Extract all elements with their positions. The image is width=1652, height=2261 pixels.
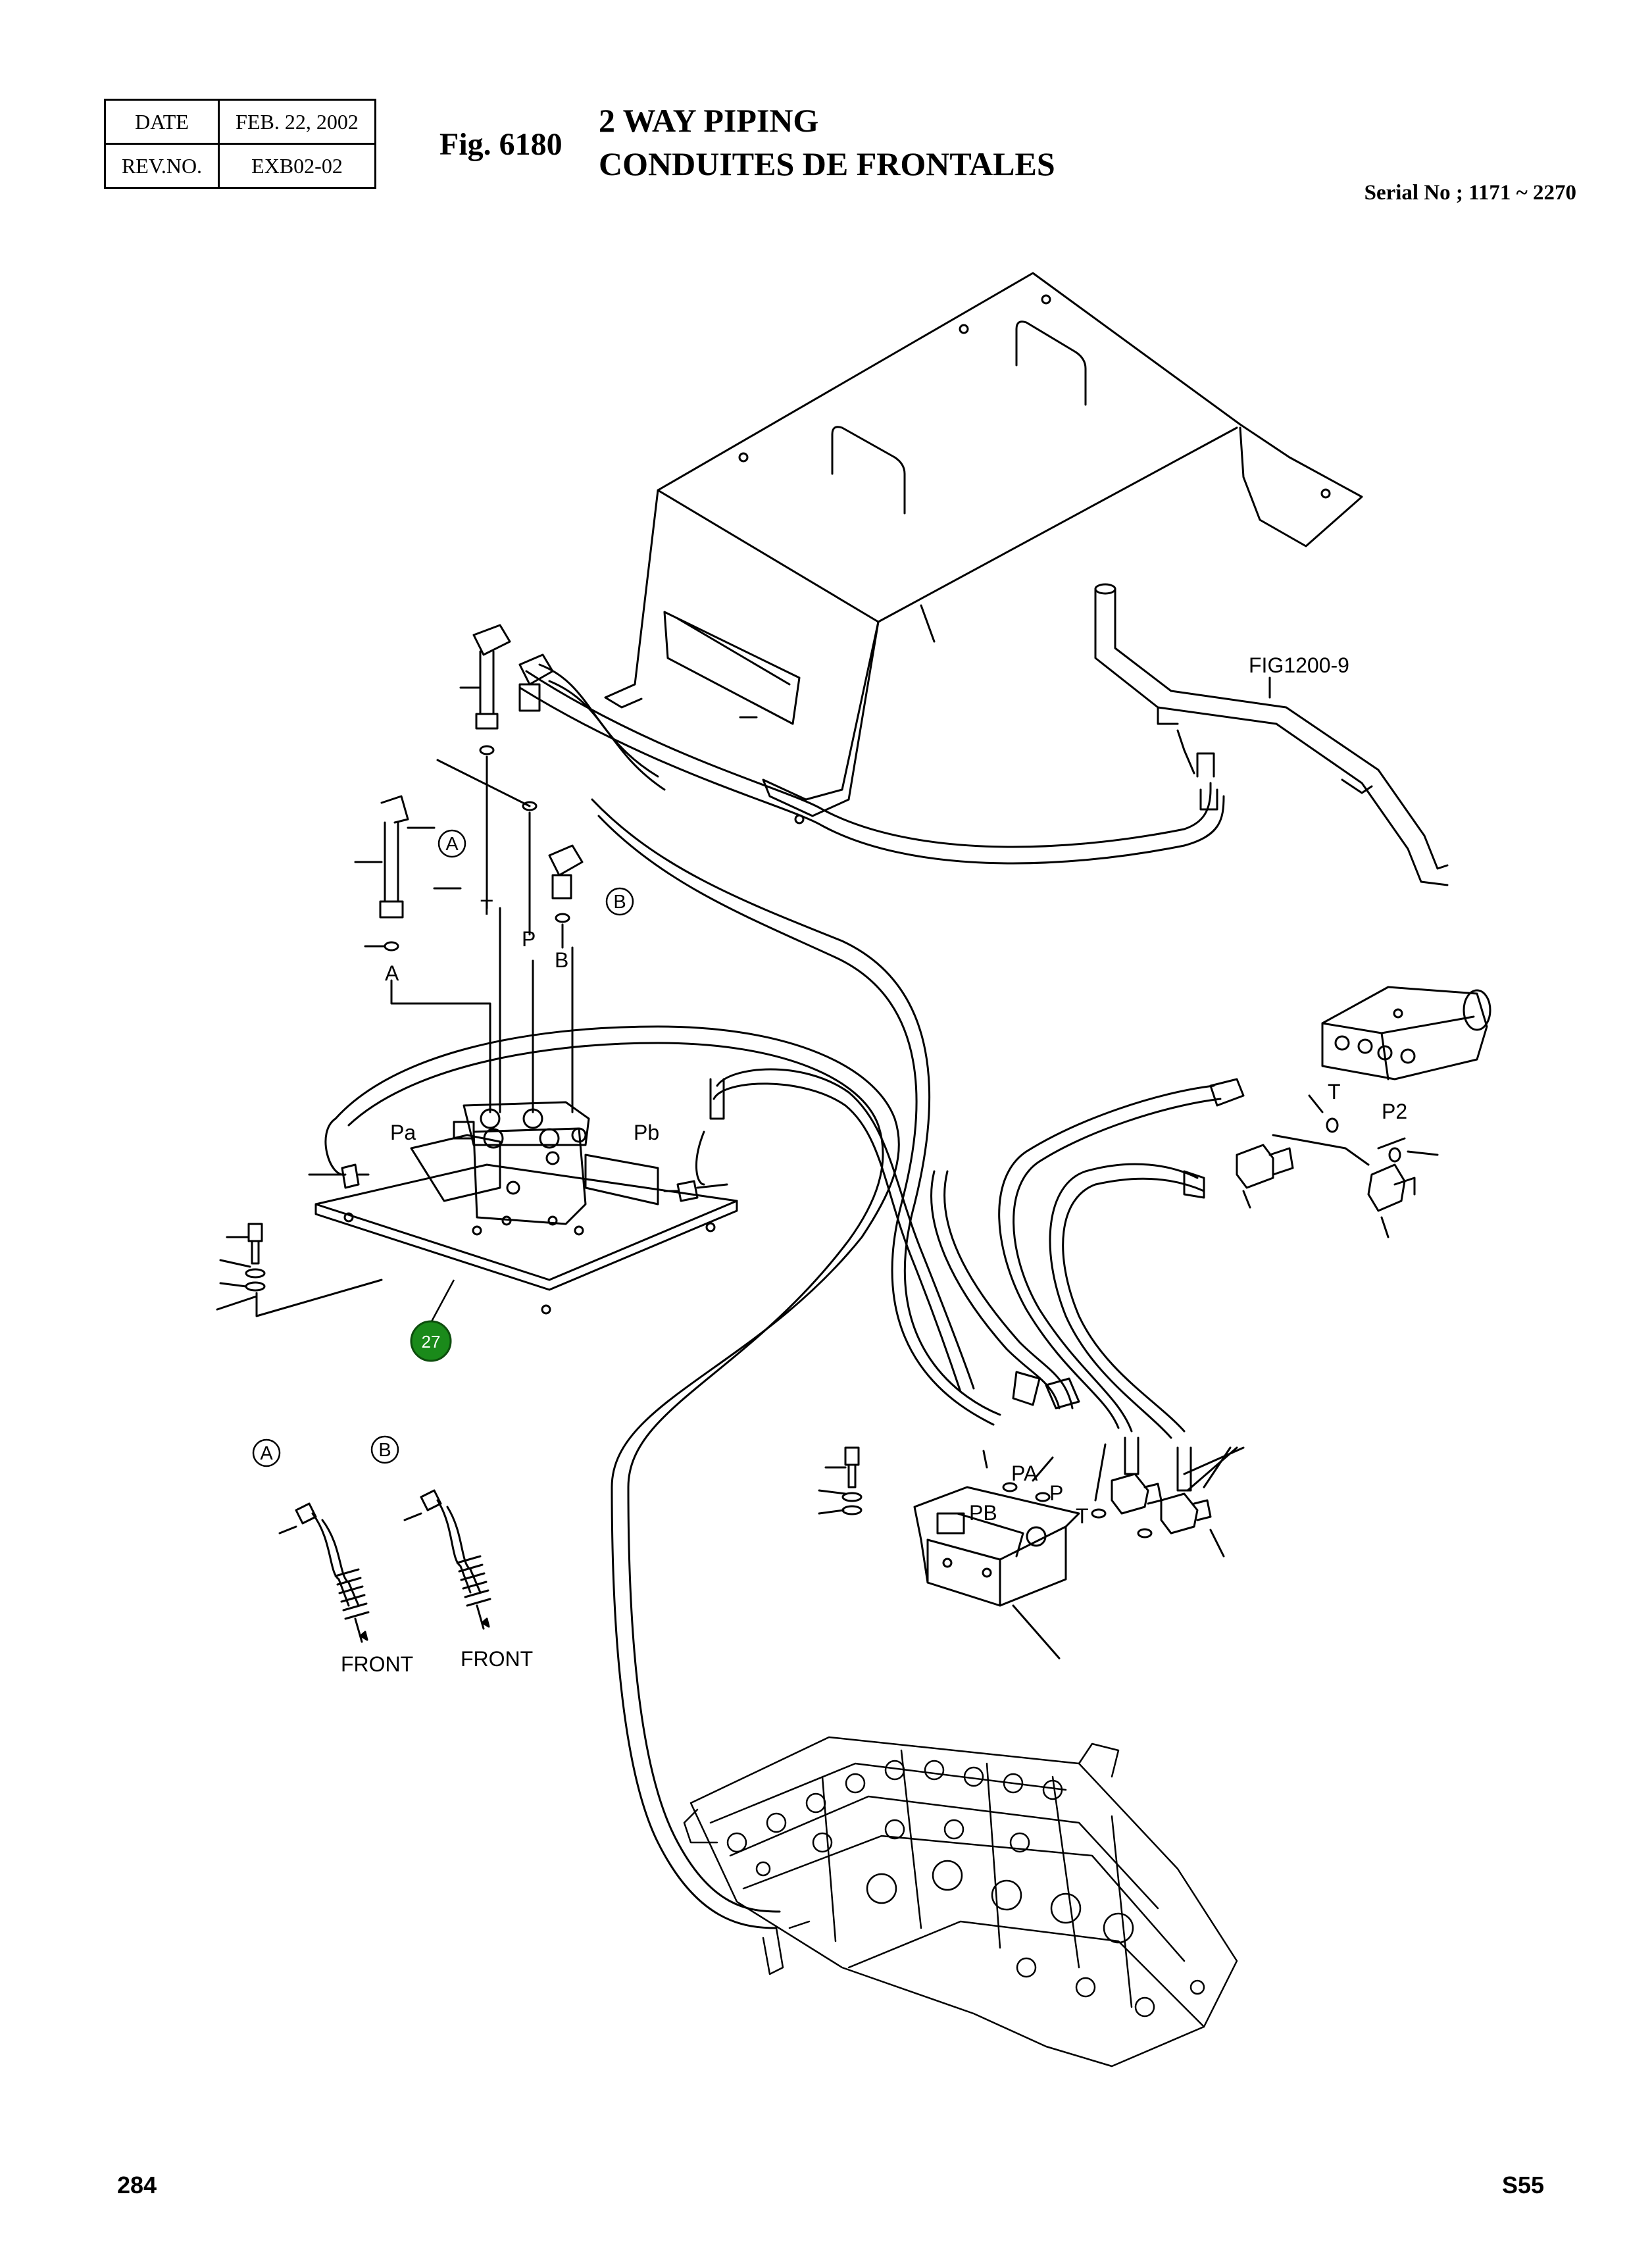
right-block [1236, 986, 1491, 1238]
ref-figure-label: FIG1200-9 [1249, 653, 1349, 677]
port-a-upper: A [385, 961, 399, 985]
plate-bolts-right [818, 1446, 863, 1515]
port-pb-valve: Pb [634, 1121, 659, 1144]
page-number: 284 [117, 2172, 157, 2198]
port-pa-lower: PA [1011, 1461, 1038, 1485]
control-valve [308, 1101, 738, 1315]
title-line-2: CONDUITES DE FRONTALES [599, 145, 1055, 182]
title-line-1: 2 WAY PIPING [599, 102, 819, 139]
port-b-upper: B [555, 948, 568, 972]
section-code: S55 [1502, 2172, 1545, 2198]
figure-title: 2 WAY PIPING CONDUITES DE FRONTALES [599, 99, 1055, 186]
date-label: DATE [104, 99, 220, 145]
rev-value: EXB02-02 [218, 143, 376, 189]
port-pb-lower: PB [969, 1501, 997, 1525]
figure-number: Fig. 6180 [439, 127, 563, 162]
circle-b-top-label: B [613, 892, 626, 913]
front-hose-right [403, 1489, 491, 1630]
circle-a-top-label: A [445, 834, 459, 855]
port-t-upper: T [480, 896, 493, 919]
port-p-upper: P [522, 927, 536, 951]
frame-reference [1094, 583, 1449, 886]
serial-range: Serial No ; 1171 ~ 2270 [1364, 181, 1576, 205]
leader-lines-upper [354, 686, 574, 1113]
port-pa-valve: Pa [390, 1121, 416, 1144]
upper-fittings [379, 624, 584, 952]
circle-a-bottom [252, 1438, 281, 1467]
circle-a-bottom-label: A [260, 1443, 273, 1464]
callout-27: 27 [422, 1332, 441, 1352]
circle-b-bottom [370, 1435, 399, 1464]
rev-label: REV.NO. [104, 143, 220, 189]
date-value: FEB. 22, 2002 [218, 99, 376, 145]
port-p-lower: P [1049, 1481, 1063, 1505]
cover-panel [604, 272, 1363, 825]
circle-b-bottom-label: B [378, 1440, 391, 1461]
lower-block [913, 1443, 1153, 1660]
main-valve-bank [683, 1736, 1238, 2068]
callout-27-marker [410, 1320, 452, 1362]
lower-right-fittings [1111, 1436, 1245, 1558]
revision-table: DATE FEB. 22, 2002 REV.NO. EXB02-02 [104, 99, 376, 189]
port-p2-right: P2 [1382, 1100, 1407, 1123]
plate-bolts-left [216, 1223, 383, 1317]
circle-b-top [605, 887, 634, 916]
port-t-lower: T [1076, 1504, 1089, 1528]
front-hose-left [278, 1502, 370, 1643]
port-t-right: T [1328, 1080, 1341, 1104]
hoses [324, 663, 1245, 1929]
front-label-left: FRONT [341, 1652, 413, 1676]
circle-a-top [438, 829, 466, 858]
front-label-right: FRONT [461, 1647, 533, 1671]
